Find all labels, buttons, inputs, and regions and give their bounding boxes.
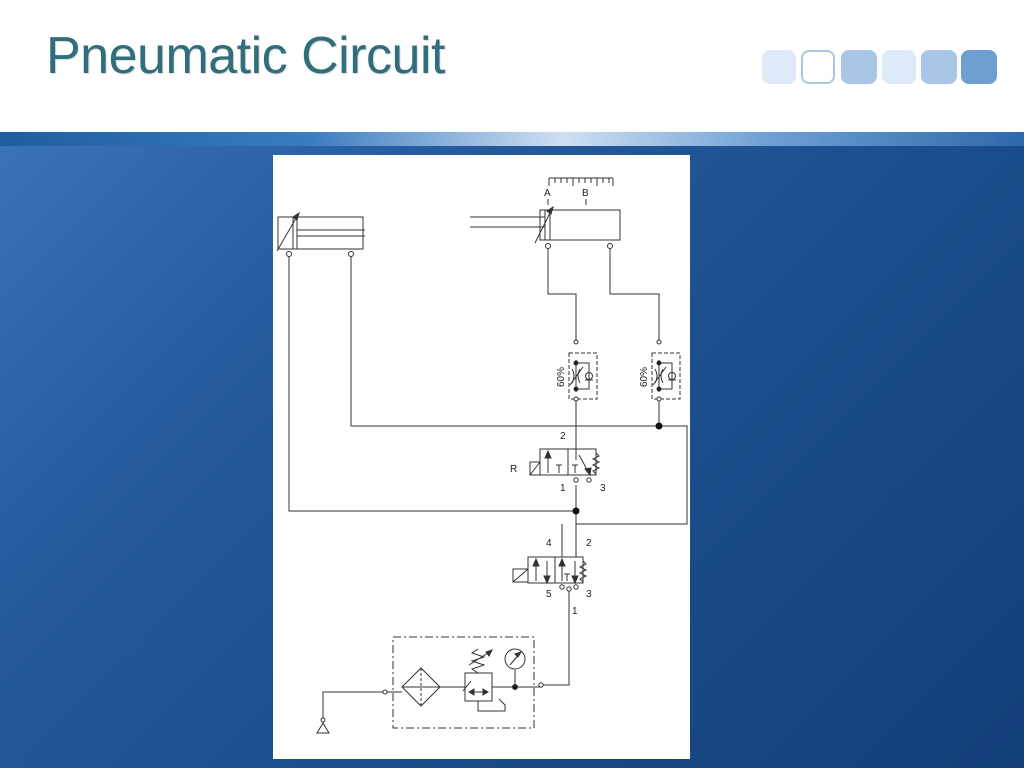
v2-port1-label: 1: [572, 606, 578, 617]
v2-port5-label: 5: [546, 589, 552, 600]
air-source-icon: [316, 717, 330, 734]
flow-control-left: [568, 339, 598, 402]
pneumatic-circuit-diagram: A B: [276, 177, 688, 734]
deco-square-2: [801, 50, 835, 84]
junction-dot-upper: [655, 422, 663, 430]
pneumatic-lines: [288, 249, 688, 723]
v2-port4-label: 4: [546, 538, 552, 549]
deco-square-1: [762, 50, 796, 84]
header-divider-band: [0, 132, 1024, 146]
frl-unit: [382, 636, 544, 729]
v2-port3-label: 3: [586, 589, 592, 600]
port-b-label: B: [582, 188, 589, 199]
valve-3-2: [529, 441, 601, 483]
deco-square-6: [961, 50, 997, 84]
slide-header: Pneumatic Circuit: [0, 0, 1024, 132]
slide-title: Pneumatic Circuit: [46, 27, 445, 85]
position-scale: [547, 177, 614, 205]
v1-reset-label: R: [510, 464, 517, 475]
v2-port2-label: 2: [586, 538, 592, 549]
deco-square-3: [841, 50, 877, 84]
v1-port2-label: 2: [560, 431, 566, 442]
v1-port1-label: 1: [560, 483, 566, 494]
v1-port3-label: 3: [600, 483, 606, 494]
flow-control-right: [651, 339, 681, 402]
left-cylinder: [276, 211, 365, 257]
deco-square-5: [921, 50, 957, 84]
junction-dot-lower: [572, 507, 580, 515]
flow-right-label: 60%: [639, 367, 650, 387]
valve-5-2: [512, 549, 588, 592]
deco-square-4: [882, 50, 916, 84]
circuit-diagram-panel: A B: [273, 155, 690, 759]
port-a-label: A: [544, 188, 551, 199]
flow-left-label: 60%: [556, 367, 567, 387]
right-cylinder: [470, 205, 621, 249]
